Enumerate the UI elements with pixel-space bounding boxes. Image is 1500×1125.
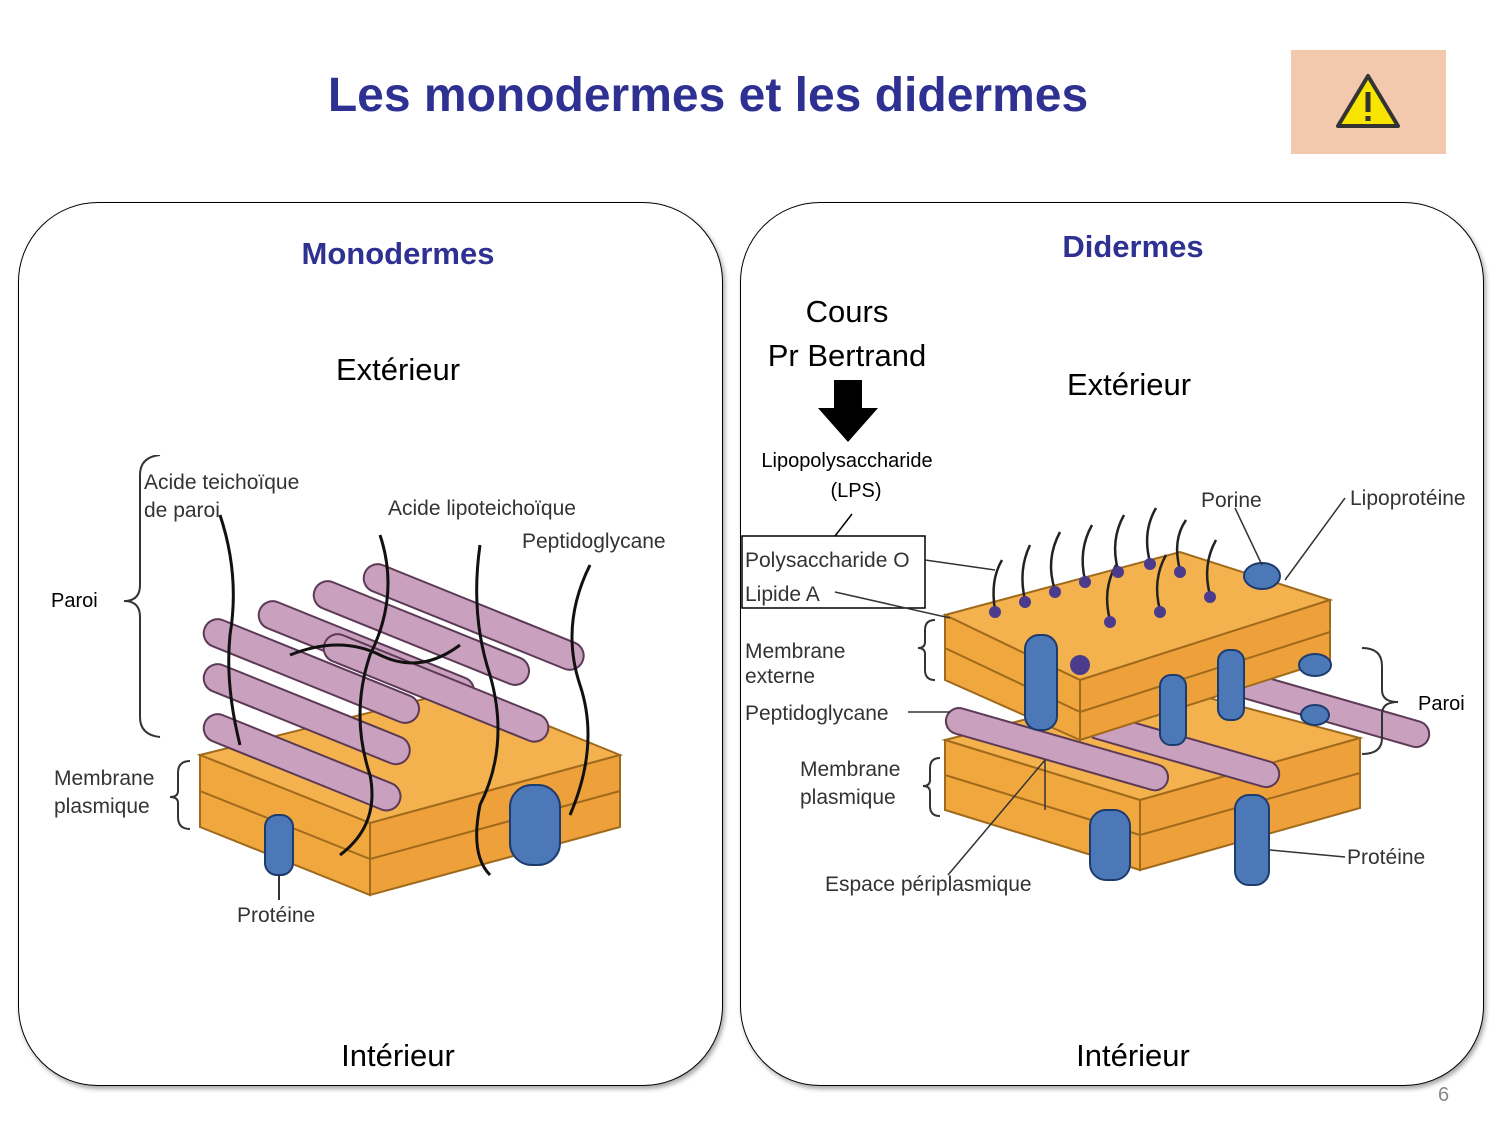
diderm-cell-wall-diagram: Polysaccharide O Lipide A Membrane exter…: [741, 487, 1466, 896]
label-paroi: Paroi: [1418, 693, 1465, 715]
label-peptidoglycane: Peptidoglycane: [745, 702, 889, 725]
label-lipide-a: Lipide A: [745, 583, 820, 606]
lps-box: [741, 535, 926, 609]
label-proteine: Protéine: [1347, 846, 1425, 869]
down-arrow-icon: [818, 380, 878, 442]
right-exterior-label: Extérieur: [1066, 367, 1192, 402]
lps-line2: (LPS): [830, 480, 882, 502]
monoderm-cell-wall-diagram: Acide teichoïque de paroi Acide lipoteic…: [54, 455, 666, 927]
label-proteine: Protéine: [237, 904, 315, 927]
label-espace-periplasmique: Espace périplasmique: [825, 873, 1032, 896]
cours-line2: Pr Bertrand: [767, 338, 927, 373]
label-membrane-externe-1: Membrane: [745, 640, 845, 663]
label-lipoproteine: Lipoprotéine: [1350, 487, 1466, 510]
membrane-protein: [509, 784, 561, 866]
membrane-protein: [264, 814, 294, 876]
page-number: 6: [1438, 1084, 1450, 1106]
left-exterior-label: Extérieur: [335, 352, 461, 387]
left-interior-label: Intérieur: [341, 1038, 455, 1073]
label-membrane-plasmique-2: plasmique: [800, 786, 896, 809]
didermes-heading: Didermes: [1062, 229, 1204, 264]
label-peptidoglycane: Peptidoglycane: [522, 530, 666, 553]
label-membrane-plasmique-1: Membrane: [800, 758, 900, 781]
warning-triangle-icon: [1336, 74, 1400, 128]
warning-box: [1291, 50, 1446, 154]
label-membrane-externe-2: externe: [745, 665, 815, 688]
right-interior-label: Intérieur: [1076, 1038, 1190, 1073]
label-acide-lipoteichoique: Acide lipoteichoïque: [388, 497, 576, 520]
label-acide-teichoique: Acide teichoïque: [144, 471, 299, 494]
peptidoglycan-rods: [202, 563, 585, 812]
label-de-paroi: de paroi: [144, 499, 220, 522]
left-paroi-label: Paroi: [51, 590, 98, 612]
monodermes-heading: Monodermes: [301, 236, 495, 271]
cours-line1: Cours: [805, 294, 889, 329]
page-title: Les monodermes et les didermes: [327, 69, 1089, 122]
lps-line1: Lipopolysaccharide: [761, 450, 933, 472]
label-plasmique: plasmique: [54, 795, 150, 818]
label-porine: Porine: [1201, 489, 1262, 512]
label-membrane: Membrane: [54, 767, 154, 790]
label-polysaccharide-o: Polysaccharide O: [745, 549, 910, 572]
